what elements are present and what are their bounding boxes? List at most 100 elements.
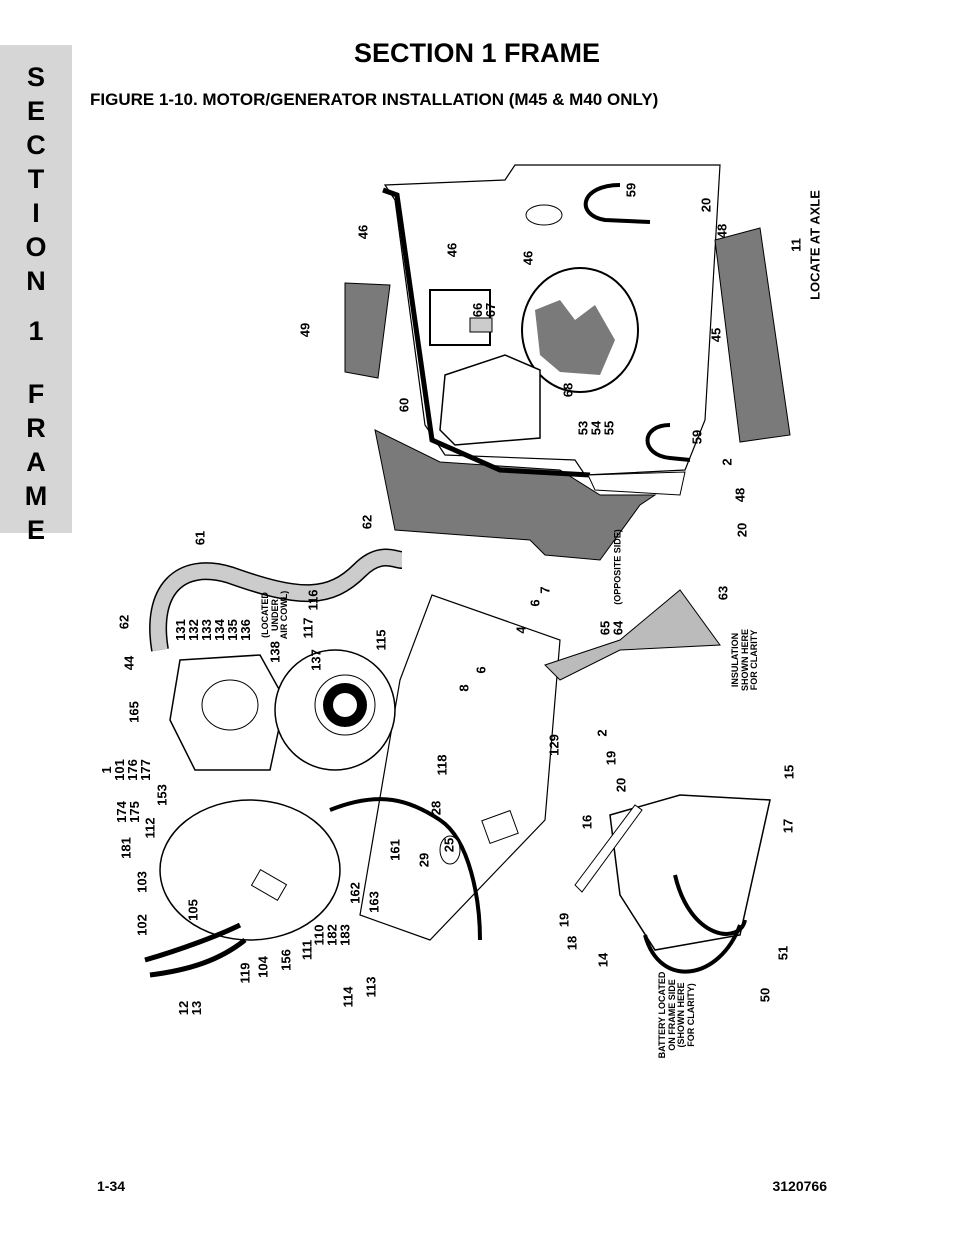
callout-label: 113 [363, 976, 379, 998]
callout-label: 131 132 133 134 135 136 [173, 619, 253, 641]
callout-label: 51 [775, 945, 791, 961]
callout-label: 114 [340, 986, 356, 1008]
battery-hold-down [574, 804, 643, 893]
page-number: 1-34 [97, 1178, 126, 1194]
generator-housing [159, 799, 341, 941]
callout-label: 48 [714, 223, 730, 239]
document-number: 3120766 [772, 1178, 827, 1194]
callout-label: 117 [300, 617, 316, 639]
callout-label: 64 [610, 620, 626, 636]
page-title: SECTION 1 FRAME [353, 38, 601, 68]
side-tab-letter: O [25, 232, 47, 262]
callout-label: 153 [154, 784, 170, 806]
callout-label: 16 [579, 814, 595, 830]
callout-label: 129 [546, 734, 562, 756]
callout-label: (OPPOSITE SIDE) [612, 529, 623, 605]
battery-cable [673, 874, 747, 936]
callout-label: 118 [434, 754, 450, 776]
callout-label: 156 [278, 949, 294, 971]
callout-label: 17 [780, 818, 796, 834]
side-tab-letter: M [24, 481, 48, 511]
callout-label: 181 [118, 837, 134, 859]
side-tab-letter: E [26, 515, 45, 545]
side-tab-letter: I [32, 198, 40, 228]
callout-label: 2 [594, 729, 610, 737]
callout-label: 119 [237, 962, 253, 984]
fuel-line [329, 797, 482, 941]
side-tab-letter: C [26, 130, 46, 160]
callout-label: 162 [347, 882, 363, 904]
battery-cable [643, 924, 742, 974]
callout-label: 25 [441, 837, 457, 853]
insulation-panel-upper [344, 282, 391, 379]
side-tab-letter: A [26, 447, 46, 477]
callout-label: 104 [255, 956, 271, 978]
control-box [439, 354, 541, 446]
side-tab-letter: T [27, 164, 45, 194]
callout-label: 1 101 176 177 [99, 759, 153, 781]
frame-seal [382, 187, 591, 478]
power-cord [149, 938, 247, 978]
side-tab-letter: S [26, 62, 45, 92]
axle-insulation [714, 227, 791, 443]
callout-label: 46 [444, 242, 460, 258]
callout-label: 46 [355, 224, 371, 240]
callout-label: 4 [513, 626, 529, 634]
side-tab-letter: F [27, 379, 45, 409]
side-tab-letter: E [26, 96, 45, 126]
side-tab-letter: N [26, 266, 46, 296]
figure-title: FIGURE 1-10. MOTOR/GENERATOR INSTALLATIO… [90, 90, 659, 109]
insulation-panel-lower [374, 429, 657, 561]
side-tab-letter: R [26, 413, 46, 443]
callout-label: 6 [473, 666, 489, 674]
callout-label: 44 [121, 655, 137, 671]
callout-label: 62 [116, 614, 132, 630]
callout-label: 20 [698, 197, 714, 213]
callout-label: 29 [416, 852, 432, 868]
callout-label: 102 [134, 914, 150, 936]
callout-label: 174 175 [114, 801, 142, 823]
callout-label: (LOCATED UNDER AIR COWL) [259, 590, 289, 640]
callout-label: 116 [305, 589, 321, 611]
callout-label: 59 [623, 182, 639, 198]
callout-label: 63 [715, 585, 731, 601]
callout-label: 12 13 [176, 1000, 204, 1016]
callout-label: 137 [308, 649, 324, 671]
frame-panel-tab [587, 471, 686, 496]
callout-label: 20 [613, 777, 629, 793]
callout-label: 53 54 55 [575, 420, 617, 436]
power-cord [144, 922, 242, 963]
callout-label: BATTERY LOCATED ON FRAME SIDE (SHOWN HER… [657, 971, 696, 1059]
fuel-filter [439, 835, 461, 865]
battery-tray [609, 794, 771, 951]
callout-label: 68 [560, 382, 576, 398]
callout-label: 19 [556, 912, 572, 928]
callout-label: 163 [366, 891, 382, 913]
callout-label: 61 [192, 530, 208, 546]
callout-label: 45 [708, 327, 724, 343]
callout-label: 19 [603, 750, 619, 766]
callout-label: 18 [564, 935, 580, 951]
callout-label: 110 182 183 [311, 924, 353, 946]
callout-label: 2 [719, 458, 735, 466]
callout-label: 161 [387, 839, 403, 861]
callout-label: 28 [428, 800, 444, 816]
callout-label: 49 [297, 322, 313, 338]
callout-label: LOCATE AT AXLE [807, 190, 823, 300]
callout-label: 62 [359, 514, 375, 530]
callout-label: 46 [520, 250, 536, 266]
mounting-plate [359, 594, 561, 941]
callout-label: 115 [373, 629, 389, 651]
callout-label: 66 67 [470, 302, 498, 318]
callout-label: INSULATION SHOWN HERE FOR CLARITY [729, 628, 759, 692]
callout-label: 48 [732, 487, 748, 503]
callout-label: 103 [134, 871, 150, 893]
callout-label: 165 [126, 701, 142, 723]
callout-label: 20 [734, 522, 750, 538]
rubber-bumper [583, 183, 651, 224]
callout-label: 50 [757, 987, 773, 1003]
callout-label: 7 [537, 586, 553, 594]
callout-label: 105 [185, 899, 201, 921]
